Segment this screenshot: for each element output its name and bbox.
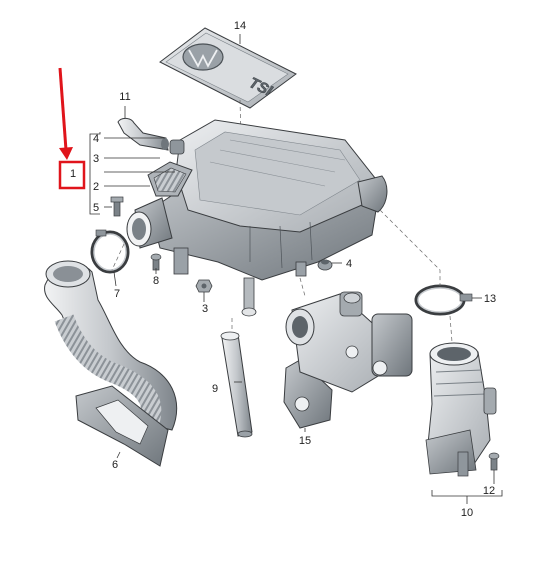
throttle-body-part-15: [283, 291, 413, 429]
air-filter-housing: [126, 119, 388, 317]
callout-12: 12: [483, 485, 495, 497]
engine-cover-part-14: TSI: [159, 27, 297, 109]
callout-1: 1: [70, 168, 76, 180]
callout-2: 2: [93, 181, 99, 193]
vw-logo-icon: [182, 43, 224, 71]
pipe-part-9: [220, 331, 253, 438]
intake-elbow-part-10: [425, 342, 497, 477]
highlight-annotation: [58, 67, 86, 190]
nut-part-8: [150, 253, 162, 271]
callout-4-upper: 4: [93, 133, 99, 145]
callout-3-upper: 3: [93, 153, 99, 165]
callout-14: 14: [234, 20, 246, 32]
nut-part-3: [195, 279, 213, 293]
hose-clamp-part-7: [90, 229, 130, 274]
bolt-part-12: [488, 452, 500, 471]
red-arrowhead-icon: [59, 147, 73, 160]
red-highlight-box: [58, 160, 86, 190]
hose-clamp-part-13: [414, 284, 473, 316]
callout-13: 13: [484, 293, 496, 305]
callout-3-lower: 3: [202, 303, 208, 315]
callout-5: 5: [93, 202, 99, 214]
grommet-part-4: [317, 259, 333, 271]
callout-4-right: 4: [346, 258, 352, 270]
callout-6: 6: [112, 459, 118, 471]
callout-9: 9: [212, 383, 218, 395]
callout-11: 11: [119, 91, 130, 103]
bolt-part-5: [110, 196, 124, 217]
red-arrow-icon: [58, 67, 68, 151]
intake-hose-part-6: [44, 260, 178, 467]
callout-10: 10: [461, 507, 473, 519]
part-callouts: 1 2 3 3 4 4 5 6 7 8 9 10 11 12 13 14 15: [70, 20, 496, 519]
breather-hose-part-11: [117, 117, 169, 151]
callout-15: 15: [299, 435, 311, 447]
callout-7: 7: [114, 288, 120, 300]
callout-8: 8: [153, 275, 159, 287]
